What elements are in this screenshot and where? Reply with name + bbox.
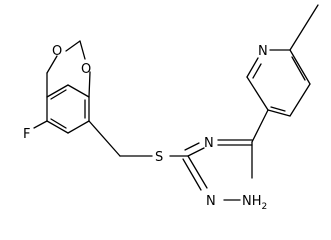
atom-nh2-subscript: 2 bbox=[262, 202, 268, 212]
bond bbox=[79, 40, 86, 60]
bond bbox=[270, 106, 286, 112]
bond bbox=[46, 84, 69, 98]
bond bbox=[33, 120, 48, 129]
atom-o-right: O bbox=[81, 62, 91, 77]
bond bbox=[182, 158, 202, 191]
bond bbox=[184, 142, 200, 151]
bond bbox=[246, 57, 259, 78]
bond bbox=[289, 4, 319, 51]
bond bbox=[46, 55, 58, 74]
bond bbox=[187, 147, 205, 157]
bond bbox=[88, 120, 121, 157]
bond bbox=[291, 56, 306, 81]
bond bbox=[251, 109, 269, 143]
bond bbox=[246, 76, 269, 111]
atom-n-hydrazone: N bbox=[206, 194, 216, 209]
atom-nh2-main: NH bbox=[242, 194, 262, 209]
atom-n-pyridine: N bbox=[258, 44, 268, 59]
atom-nh2: NH2 bbox=[242, 194, 267, 212]
atom-n-imine: N bbox=[204, 136, 214, 151]
atom-o-top: O bbox=[52, 44, 62, 59]
bond bbox=[88, 71, 91, 98]
bond bbox=[46, 120, 69, 134]
bond bbox=[289, 83, 311, 117]
bond bbox=[67, 120, 90, 134]
bond bbox=[67, 84, 90, 98]
bond bbox=[187, 155, 208, 189]
bond bbox=[252, 63, 262, 79]
bond bbox=[65, 40, 81, 52]
molecule-structure: O O F S N N N NH2 bbox=[23, 4, 319, 212]
atom-fluorine: F bbox=[23, 127, 30, 142]
bond bbox=[50, 118, 67, 129]
bond bbox=[50, 89, 67, 100]
bond bbox=[267, 109, 291, 117]
bond-layer bbox=[33, 4, 319, 201]
bond bbox=[289, 49, 311, 85]
atom-label-layer: O O F S N N N NH2 bbox=[23, 44, 268, 212]
atom-sulfur: S bbox=[155, 150, 163, 165]
